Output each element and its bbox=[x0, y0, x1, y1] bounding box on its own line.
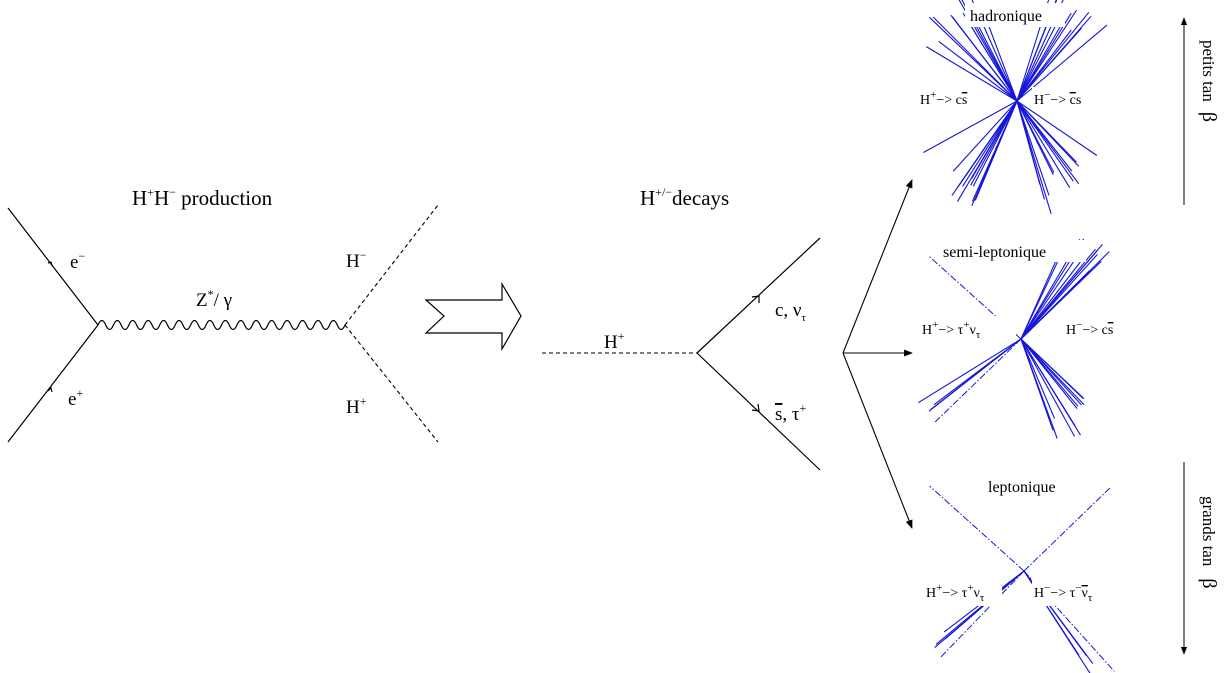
semileptonic-jet-line bbox=[1020, 338, 1056, 419]
semileptonic-tau-jet-line bbox=[930, 338, 1022, 410]
hadronic-jet-line bbox=[1016, 100, 1080, 167]
upper-decay-arrow-icon bbox=[751, 295, 760, 303]
hadronic-jets bbox=[923, 0, 1108, 214]
decay-diagram: H+/−decays H+ c, ντ s, τ+ bbox=[542, 185, 821, 471]
leptonic-left-label: H+−> τ+ντ bbox=[926, 582, 985, 604]
semileptonic-jet-line bbox=[1020, 338, 1076, 437]
leptonic-label: leptonique bbox=[988, 479, 1056, 496]
semileptonic-jet-line bbox=[1020, 338, 1085, 399]
boson-label: Z*/ γ bbox=[196, 287, 232, 311]
hadronic-jet-line bbox=[1016, 11, 1090, 102]
hadronic-jet-line bbox=[958, 100, 1018, 186]
hadronic-jet-line bbox=[1016, 100, 1098, 156]
e-plus-label: e+ bbox=[68, 386, 83, 410]
arrow-to-leptonic bbox=[842, 352, 913, 529]
hadronic-jet-line bbox=[1016, 100, 1071, 188]
hadronic-jet-line bbox=[926, 46, 1018, 102]
semileptonic-jet-line bbox=[1020, 338, 1078, 409]
semileptonic-jet-line bbox=[1020, 251, 1110, 340]
leptonic-right-label: H−−> τ−ντ bbox=[1034, 582, 1093, 604]
hadronic-jet-line bbox=[1016, 100, 1050, 196]
semileptonic-jet-line bbox=[1020, 338, 1082, 406]
hadronic-jet-line bbox=[1016, 100, 1074, 182]
positron-line bbox=[7, 324, 99, 443]
production-title: H+H− production bbox=[132, 185, 273, 210]
semileptonic-jet-line bbox=[1020, 338, 1081, 436]
hadronic-jet-line bbox=[923, 100, 1018, 153]
hadronic-labels: hadronique H+−> cs H−−> cs bbox=[918, 3, 1122, 111]
hadronic-jet-line bbox=[952, 100, 1018, 172]
hadronic-jet-line bbox=[971, 13, 1018, 102]
hadronic-jet-line bbox=[1016, 21, 1058, 102]
large-tan-beta-label: grands tanβ bbox=[1198, 496, 1220, 589]
semileptonic-jet-line bbox=[1020, 338, 1054, 431]
branching-arrows bbox=[842, 179, 913, 529]
boson-propagator bbox=[97, 319, 346, 331]
lower-product-label: s, τ+ bbox=[775, 401, 807, 425]
semileptonic-tau-jet-line bbox=[918, 338, 1022, 404]
leptonic-tau-track bbox=[1023, 487, 1111, 572]
hadronic-jet-line bbox=[962, 100, 1018, 187]
h-plus-label: H+ bbox=[346, 394, 367, 418]
hadronic-jet-line bbox=[938, 40, 1018, 102]
h-minus-label: H− bbox=[346, 248, 367, 272]
hadronic-jet-line bbox=[956, 100, 1018, 202]
semileptonic-left-label: H+−> τ+ντ bbox=[922, 319, 981, 341]
hadronic-jet-line bbox=[1016, 9, 1077, 102]
semileptonic-jets bbox=[918, 238, 1110, 439]
semileptonic-jet-line bbox=[1020, 247, 1084, 340]
hadronic-jet-line bbox=[951, 16, 1018, 102]
hadronic-jet-line bbox=[971, 100, 1018, 207]
hadronic-jet-line bbox=[1016, 100, 1054, 176]
positron-arrow-icon bbox=[47, 386, 53, 393]
e-minus-label: e− bbox=[70, 249, 85, 273]
leptonic-tau-track bbox=[929, 485, 1025, 572]
hadronic-left-label: H+−> cs bbox=[920, 89, 967, 108]
leptonic-labels: leptonique H+−> τ+ντ H−−> τ−ντ bbox=[924, 476, 1128, 606]
semileptonic-jet-line bbox=[1020, 254, 1098, 340]
hadronic-jet-line bbox=[1016, 26, 1061, 102]
h-plus-line bbox=[344, 324, 439, 443]
hadronic-label: hadronique bbox=[970, 8, 1042, 25]
semileptonic-jet-line bbox=[1020, 259, 1083, 340]
hadronic-jet-line bbox=[1016, 100, 1052, 214]
hadronic-jet-line bbox=[932, 16, 1018, 102]
semileptonic-label: semi-leptonique bbox=[943, 244, 1046, 261]
tan-beta-axis: petits tanβ grands tanβ bbox=[1180, 17, 1220, 655]
arrow-to-hadronic bbox=[842, 179, 913, 354]
small-tan-beta-label: petits tanβ bbox=[1198, 40, 1220, 122]
hadronic-right-label: H−−> cs bbox=[1034, 89, 1081, 108]
semileptonic-tau-track bbox=[927, 255, 1022, 340]
h-minus-line bbox=[344, 204, 439, 326]
decay-title: H+/−decays bbox=[640, 185, 729, 210]
hadronic-jet-line bbox=[972, 100, 1018, 187]
semileptonic-labels: semi-leptonique H+−> τ+ντ H−−> cs bbox=[920, 240, 1128, 342]
leptonic-neutrino-track bbox=[940, 570, 1025, 658]
semileptonic-neutrino-track bbox=[934, 338, 1022, 423]
hadronic-jet-line bbox=[1016, 100, 1073, 172]
electron-line bbox=[7, 207, 99, 326]
leptonic-tau-jet-line bbox=[935, 570, 1025, 645]
decay-h-plus-label: H+ bbox=[604, 329, 625, 353]
upper-product-label: c, ντ bbox=[775, 300, 807, 324]
semileptonic-right-label: H−−> cs bbox=[1066, 319, 1113, 338]
production-diagram: H+H− production e− e+ Z*/ γ H− H+ bbox=[7, 185, 439, 443]
lower-decay-arrow-icon bbox=[751, 403, 760, 412]
electron-arrow-icon bbox=[47, 261, 53, 267]
hadronic-jet-line bbox=[1016, 27, 1082, 102]
transition-arrow-icon bbox=[424, 281, 522, 352]
